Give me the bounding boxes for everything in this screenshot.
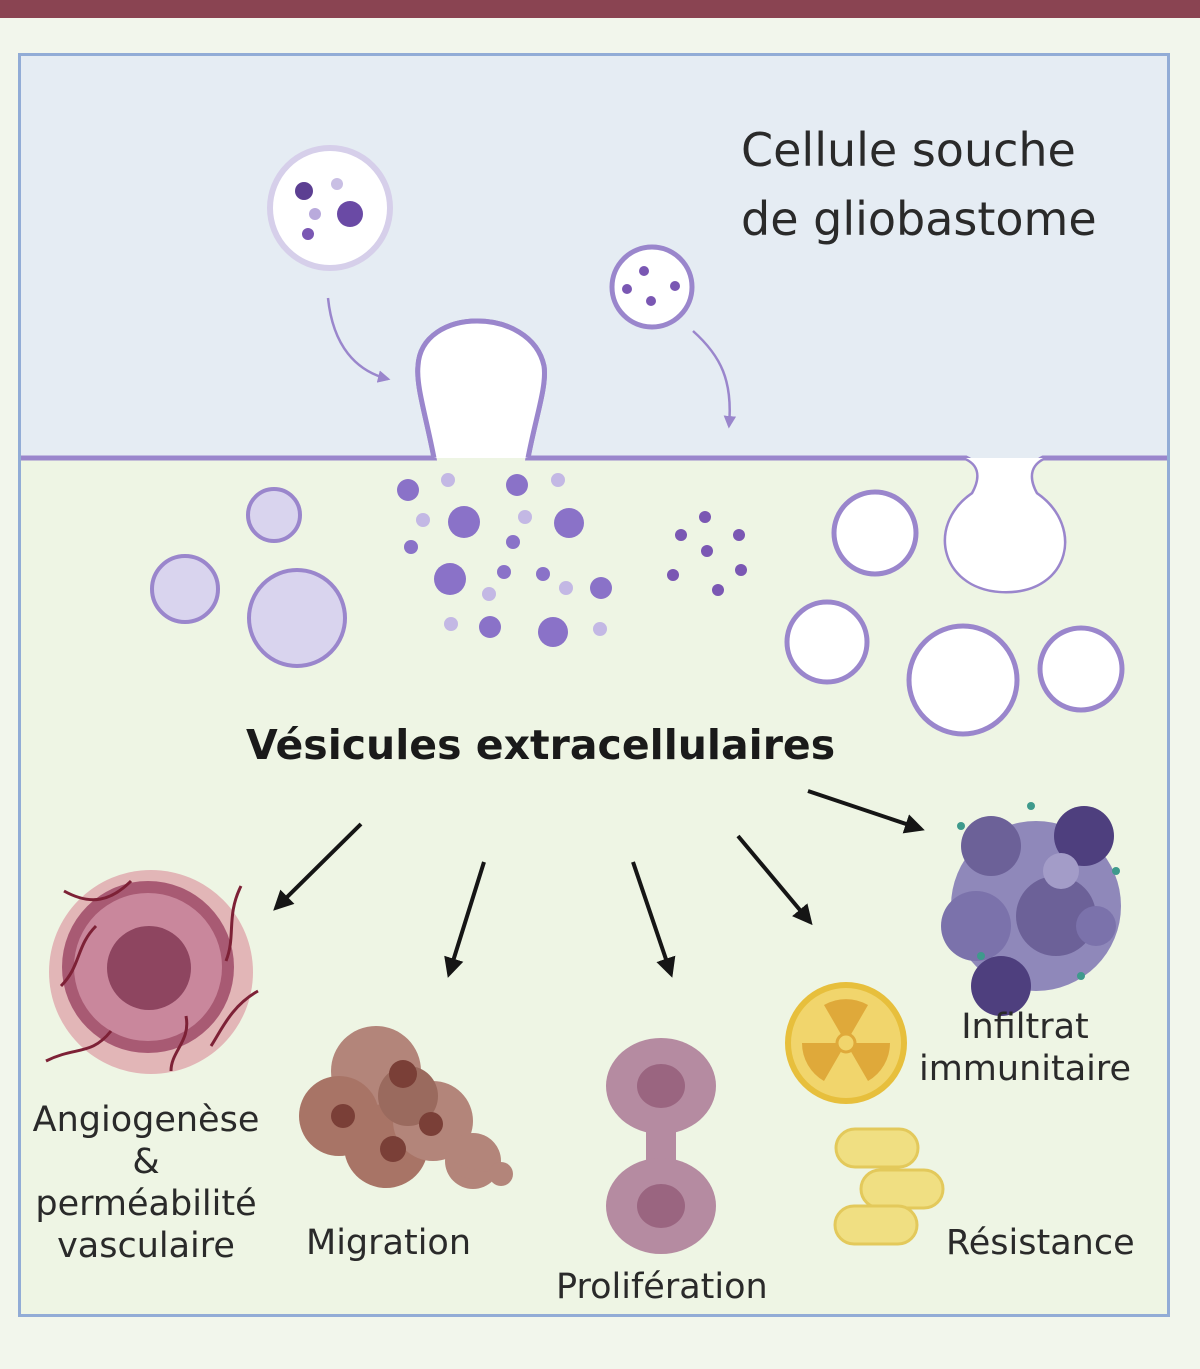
immune-line2: immunitaire xyxy=(918,1049,1132,1089)
angiogenesis-label: Angiogenèse & perméabilité vasculaire xyxy=(31,1099,261,1267)
angiogenesis-cell xyxy=(45,870,259,1074)
effect-arrows xyxy=(273,789,925,978)
top-bar xyxy=(0,0,1200,18)
immune-label: Infiltrat immunitaire xyxy=(917,1006,1133,1090)
angiogenesis-line3: perméabilité xyxy=(35,1184,257,1224)
vesicles-large-left xyxy=(150,487,347,668)
radiation-icon xyxy=(785,982,907,1104)
intracellular-vesicle-1 xyxy=(267,145,393,271)
stem-cell-interior xyxy=(21,56,1167,458)
proliferation-cell xyxy=(606,1038,716,1254)
cell-title-line1: Cellule souche xyxy=(741,123,1076,177)
migration-cell xyxy=(299,1026,513,1189)
diagram-illustration xyxy=(21,145,1167,1254)
released-cargo xyxy=(397,473,747,647)
intracellular-vesicle-2 xyxy=(609,244,695,330)
angiogenesis-line2: & xyxy=(132,1142,160,1182)
immune-infiltrate xyxy=(941,802,1121,1016)
cell-title-line2: de gliobastome xyxy=(741,192,1097,246)
vesicles-white-right xyxy=(784,489,1125,737)
angiogenesis-line1: Angiogenèse xyxy=(32,1100,260,1140)
resistance-label: Résistance xyxy=(946,1223,1135,1263)
immune-line1: Infiltrat xyxy=(961,1007,1089,1047)
angiogenesis-line4: vasculaire xyxy=(57,1226,235,1266)
pills-icon xyxy=(833,1127,945,1246)
diagram-frame: Cellule souche de gliobastome Vésicules … xyxy=(18,53,1170,1317)
proliferation-label: Prolifération xyxy=(556,1267,768,1307)
cell-title: Cellule souche de gliobastome xyxy=(741,116,1097,254)
vesicles-label: Vésicules extracellulaires xyxy=(246,721,836,769)
migration-label: Migration xyxy=(306,1223,472,1263)
